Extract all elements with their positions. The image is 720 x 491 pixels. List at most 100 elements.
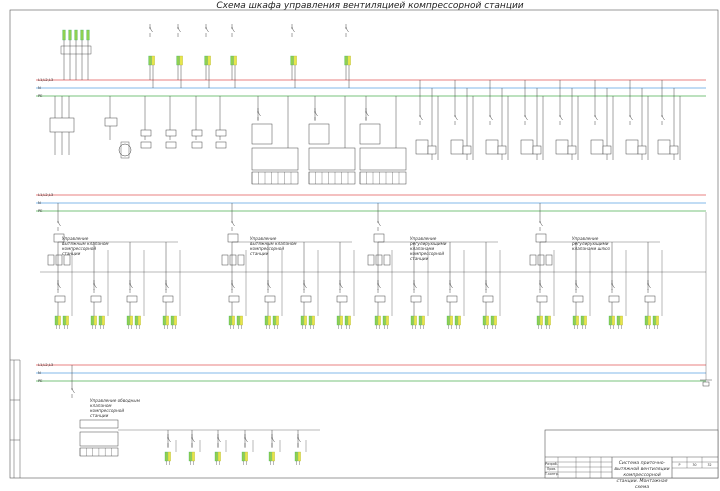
supply-switch — [231, 27, 233, 29]
motor-symbol — [118, 143, 132, 157]
wire — [524, 115, 528, 121]
group-note: Управление регулирующими клапанами шлюз — [572, 236, 610, 251]
control-contact — [339, 283, 341, 285]
actuator-terminal — [134, 315, 138, 326]
wire — [297, 437, 301, 443]
actuator-terminal — [137, 315, 141, 326]
relay — [228, 295, 240, 303]
actuator-terminal — [344, 315, 348, 326]
wire — [71, 388, 75, 394]
supply-switch — [205, 27, 207, 29]
fuse — [497, 145, 507, 155]
actuator-terminal — [162, 315, 166, 326]
bus-label-pe: PE — [38, 209, 43, 213]
relay — [536, 295, 548, 303]
wire — [489, 115, 493, 121]
group-note: Управление регулирующими клапанами компр… — [410, 236, 447, 261]
relay — [140, 129, 152, 137]
breaker-switch — [365, 111, 367, 113]
actuator-terminal — [228, 315, 232, 326]
relay — [608, 295, 620, 303]
relay — [191, 141, 203, 149]
control-contact — [267, 283, 269, 285]
wire — [377, 283, 381, 289]
control-contact — [485, 283, 487, 285]
relay — [165, 141, 177, 149]
relay-coil — [63, 254, 71, 266]
terminal — [179, 55, 183, 66]
actuator-terminal — [644, 315, 648, 326]
wire — [93, 283, 97, 289]
circuit-diagram — [9, 9, 719, 479]
actuator-terminal — [457, 315, 461, 326]
actuator-terminal — [236, 315, 240, 326]
wire — [629, 115, 633, 121]
group-breaker — [377, 221, 379, 223]
wire — [191, 437, 195, 443]
terminal — [230, 55, 234, 66]
motor-frame — [120, 141, 130, 159]
control-contact — [413, 283, 415, 285]
breaker-switch — [257, 111, 259, 113]
actuator-terminal — [652, 315, 656, 326]
relay — [520, 139, 534, 155]
wire — [365, 111, 369, 117]
terminal — [204, 55, 208, 66]
relay — [215, 129, 227, 137]
actuator-terminal — [454, 315, 458, 326]
input-terminal — [68, 29, 72, 41]
actuator-terminal — [275, 315, 279, 326]
actuator-terminal — [385, 315, 389, 326]
control-contact — [303, 283, 305, 285]
fuse — [427, 145, 437, 155]
actuator-terminal — [62, 315, 66, 326]
actuator-terminal — [129, 315, 133, 326]
actuator-terminal — [297, 451, 301, 462]
control-contact — [377, 283, 379, 285]
breaker — [104, 117, 118, 127]
wire — [377, 221, 381, 227]
actuator-terminal — [374, 315, 378, 326]
actuator-terminal — [217, 451, 221, 462]
terminal — [148, 55, 152, 66]
drawing-frame — [9, 9, 719, 479]
actuator-terminal — [490, 315, 494, 326]
relay — [625, 139, 639, 155]
control-contact — [611, 283, 613, 285]
terminal — [293, 55, 297, 66]
wire — [231, 221, 235, 227]
actuator-terminal — [241, 451, 245, 462]
actuator-terminal — [572, 315, 576, 326]
stamp-role: Пров. — [546, 467, 557, 471]
relay — [482, 295, 494, 303]
stamp-role: Разраб. — [545, 462, 558, 466]
wire — [611, 283, 615, 289]
input-terminal — [86, 29, 90, 41]
actuator-terminal — [126, 315, 130, 326]
group-switch — [535, 233, 547, 243]
stamp-role: Т.контр. — [545, 472, 559, 476]
group-switch — [373, 233, 385, 243]
wire — [257, 111, 261, 117]
wire — [57, 221, 61, 227]
top-section — [49, 24, 681, 185]
actuator-terminal — [272, 315, 276, 326]
control-contact — [231, 283, 233, 285]
wire — [559, 115, 563, 121]
wire — [244, 437, 248, 443]
group-switch — [227, 233, 239, 243]
wire — [271, 437, 275, 443]
wire — [485, 283, 489, 289]
relay — [485, 139, 499, 155]
relay — [165, 129, 177, 137]
actuator-terminal — [536, 315, 540, 326]
wire — [661, 115, 665, 121]
fuse — [637, 145, 647, 155]
wire — [345, 27, 349, 33]
actuator-terminal — [311, 315, 315, 326]
control-contact — [217, 437, 219, 439]
bottom-section — [71, 365, 320, 465]
actuator-terminal — [165, 315, 169, 326]
breaker-switch — [559, 115, 561, 117]
wire — [539, 283, 543, 289]
